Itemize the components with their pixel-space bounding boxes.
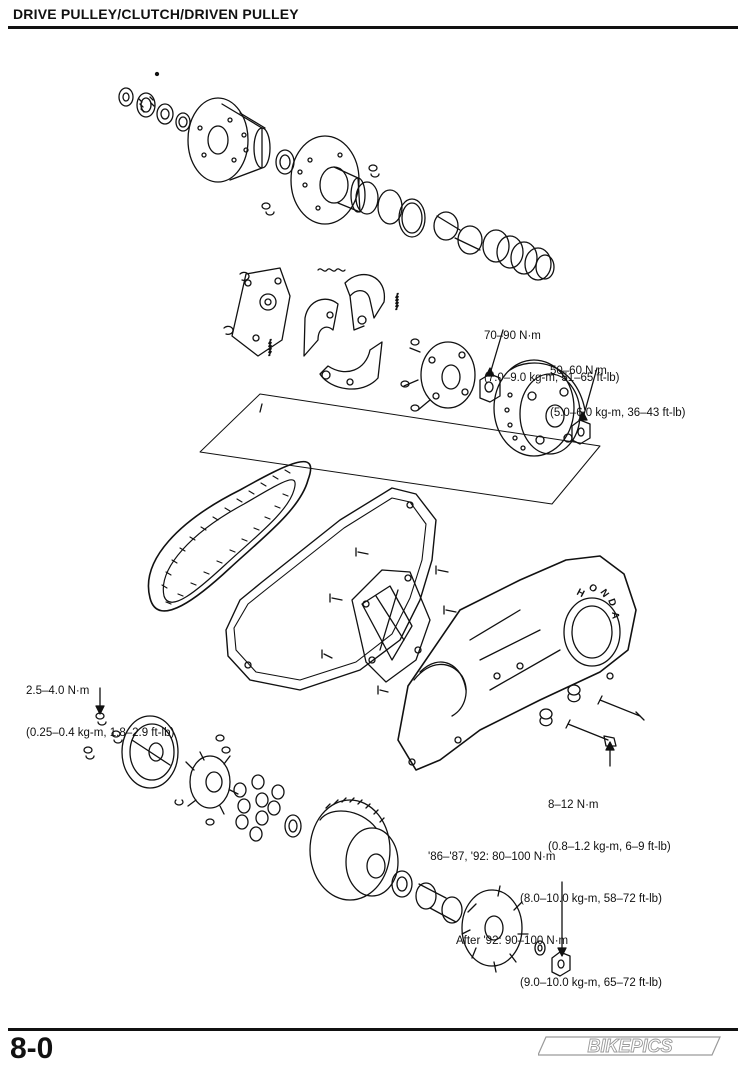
- oil-seal-small: [119, 88, 133, 106]
- torque-drive-pulley-nut-line4: (9.0–10.0 kg-m, 65–72 ft-lb): [520, 977, 662, 989]
- torque-clutch-nut-detail: (7.0–9.0 kg-m, 51–65 ft-lb): [484, 372, 620, 384]
- drive-pulley-washer: [535, 941, 545, 955]
- svg-text:H: H: [575, 587, 587, 600]
- clutch-plate: [232, 268, 290, 356]
- o-ring-3: [399, 199, 425, 237]
- arrow-cover-bolt: [606, 742, 614, 750]
- svg-text:BIKEPICS: BIKEPICS: [587, 1036, 672, 1056]
- arrow-clutch-nut: [486, 368, 494, 376]
- torque-label-drive-pulley-nut: '86–'87, '92: 80–100 N·m (8.0–10.0 kg-m,…: [428, 822, 662, 1018]
- plane-mark: [260, 404, 262, 412]
- snap-ring-small: [176, 113, 190, 131]
- needle-bearing: [137, 93, 155, 117]
- torque-cover-bolt-detail: (0.8–1.2 kg-m, 6–9 ft-lb): [548, 841, 671, 853]
- torque-ramp-plate-bolt-detail: (0.25–0.4 kg-m, 1.8–2.9 ft-lb): [26, 727, 175, 739]
- torque-label-ramp-plate-bolt: 2.5–4.0 N·m (0.25–0.4 kg-m, 1.8–2.9 ft-l…: [26, 656, 174, 768]
- slider-pieces: [175, 735, 230, 825]
- svg-text:O: O: [586, 582, 599, 596]
- clutch-assembly: [224, 268, 597, 456]
- clutch-shoe-upper: [345, 275, 384, 330]
- drive-pulley-face: [462, 886, 528, 972]
- drive-plate-pins: [401, 339, 419, 411]
- weight-rollers: [234, 775, 284, 841]
- clutch-shoe-lower: [320, 342, 382, 389]
- leader-clutch-outer-nut: [583, 368, 597, 418]
- driven-face: [188, 98, 270, 182]
- bikepics-watermark-logo: BIKEPICS: [538, 1036, 721, 1056]
- arrow-clutch-outer-nut: [579, 412, 587, 420]
- drive-face-seal: [285, 815, 301, 837]
- torque-label-clutch-outer-nut: 50–60 N·m (5.0–6.0 kg-m, 36–43 ft-lb): [550, 336, 686, 448]
- clutch-shoe-left: [304, 299, 338, 356]
- svg-text:A: A: [609, 611, 621, 619]
- cover-gasket: [226, 488, 436, 690]
- e-clip-1: [240, 272, 249, 280]
- clutch-spring-2: [396, 293, 398, 309]
- torque-drive-pulley-nut-line2: (8.0–10.0 kg-m, 58–72 ft-lb): [520, 893, 662, 905]
- torque-label-cover-bolt: 8–12 N·m (0.8–1.2 kg-m, 6–9 ft-lb): [548, 770, 671, 882]
- page-number: 8-0: [10, 1032, 54, 1065]
- arrow-drive-pulley-nut: [558, 948, 566, 956]
- drive-belt: [148, 462, 310, 611]
- driven-face-spring: [483, 230, 554, 280]
- torque-drive-pulley-nut-line3: After '92: 90–100 N·m: [456, 935, 569, 947]
- torque-clutch-nut-value: 70–90 N·m: [484, 330, 541, 342]
- drive-plate: [404, 342, 475, 410]
- clutch-spring-1: [318, 269, 345, 271]
- ramp-plate-bolts: [84, 713, 122, 759]
- guide-pin-upper: [369, 165, 379, 177]
- cover-bolts: [566, 696, 644, 746]
- svg-text:D: D: [605, 597, 618, 608]
- ink-dot: [156, 73, 159, 76]
- ramp-plate: [122, 716, 178, 788]
- cover-grommets: [540, 685, 580, 726]
- torque-clutch-outer-nut-value: 50–60 N·m: [550, 365, 607, 377]
- bracket-bolts: [322, 548, 456, 694]
- e-clip-2: [224, 326, 233, 334]
- page-title: DRIVE PULLEY/CLUTCH/DRIVEN PULLEY: [13, 6, 299, 22]
- movable-driven-face: [291, 136, 365, 224]
- torque-label-clutch-nut: 70–90 N·m (7.0–9.0 kg-m, 51–65 ft-lb): [484, 301, 620, 413]
- footer-divider: [8, 1028, 738, 1031]
- leader-clutch-nut: [490, 330, 503, 374]
- ball-bearing-small: [157, 104, 173, 124]
- clutch-spring-3: [269, 339, 271, 355]
- driven-pulley-assembly: [119, 73, 554, 281]
- torque-clutch-outer-nut-detail: (5.0–6.0 kg-m, 36–43 ft-lb): [550, 407, 686, 419]
- torque-cover-bolt-value: 8–12 N·m: [548, 799, 599, 811]
- guide-pin-lower: [262, 203, 274, 215]
- cover-bracket: [352, 570, 430, 682]
- torque-ramp-plate-bolt-value: 2.5–4.0 N·m: [26, 685, 90, 697]
- svg-text:N: N: [598, 587, 611, 599]
- torque-drive-pulley-nut-line1: '86–'87, '92: 80–100 N·m: [428, 851, 556, 863]
- assembly-plane-outline: [200, 394, 600, 504]
- drive-pulley-collar: [416, 883, 462, 923]
- arrow-ramp-plate-bolt: [96, 706, 104, 714]
- left-crankcase-cover: [398, 556, 636, 770]
- clutch-outer: [494, 360, 585, 456]
- header-divider: [8, 26, 738, 29]
- seal-collar: [434, 212, 482, 254]
- movable-drive-face: [310, 798, 398, 900]
- weight-roller-holder: [186, 752, 238, 814]
- o-ring-1: [356, 182, 378, 214]
- drive-face-bearing: [392, 871, 412, 897]
